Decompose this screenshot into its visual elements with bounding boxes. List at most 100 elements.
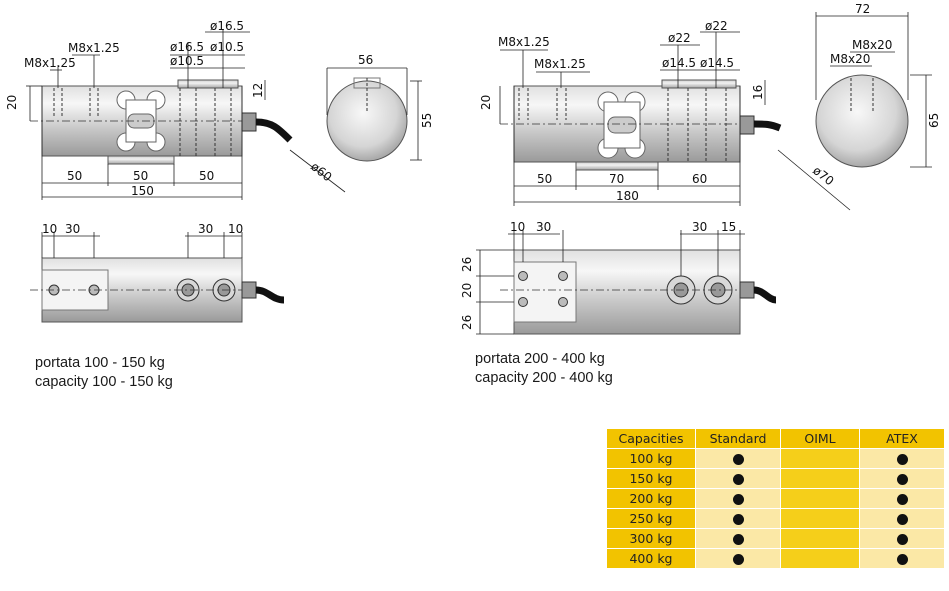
header-atex: ATEX [859,429,945,449]
dim-end-height: 55 [420,113,434,128]
dim-d10-b: ø10.5 [210,40,244,54]
available-dot-icon [732,474,744,485]
dim-end-m8a: M8x20 [852,38,892,52]
standard-cell [695,468,781,489]
dim-end-dia: ø70 [810,163,836,188]
dim-s60: 60 [692,172,707,186]
available-dot-icon [732,454,744,465]
oiml-cell [780,528,860,549]
dim-s50c: 50 [199,169,214,183]
available-dot-icon [896,494,908,505]
capacity-label: 100 kg [607,448,696,469]
dim-b30r: 30 [198,222,213,236]
dim-m8-top: M8x1.25 [498,35,550,49]
dim-end-width: 72 [855,2,870,16]
available-dot-icon [732,554,744,565]
threaded-holes [53,88,232,156]
atex-cell [859,488,945,509]
dim-s70: 70 [609,172,624,186]
standard-cell [695,488,781,509]
oiml-cell [780,488,860,509]
left-side-view: M8x1.25 M8x1.25 ø16.5 ø16.5 ø10.5 ø10.5 … [5,19,293,200]
dim-d16-top: ø16.5 [210,19,244,33]
oiml-cell [780,468,860,489]
dim-h12: 12 [251,83,265,98]
capacity-label: 200 kg [607,488,696,509]
header-capacities: Capacities [607,429,696,449]
dim-d16-mid: ø16.5 [170,40,204,54]
dim-d14a: ø14.5 [662,56,696,70]
dim-v26b: 26 [460,315,474,330]
dim-h20: 20 [5,95,19,110]
caption-english: capacity 100 - 150 kg [35,374,173,390]
dim-v26a: 26 [460,257,474,272]
capacity-label: 150 kg [607,468,696,489]
standard-cell [695,528,781,549]
dim-v20: 20 [460,283,474,298]
atex-cell [859,508,945,529]
table-row: 250 kg [607,508,945,529]
cable-gland [241,112,293,143]
dim-b10: 10 [510,220,525,234]
capacity-label: 400 kg [607,548,696,569]
right-end-view: 72 M8x20 M8x20 65 ø70 [777,2,941,211]
table-row: 400 kg [607,548,945,569]
right-caption: portata 200 - 400 kg capacity 200 - 400 … [475,350,613,388]
table-header-row: Capacities Standard OIML ATEX [607,429,945,449]
standard-cell [695,508,781,529]
right-side-view: M8x1.25 M8x1.25 ø22 ø22 ø14.5 ø14.5 20 1… [479,19,782,206]
left-end-view: 56 55 ø60 [289,53,434,193]
dim-total: 150 [131,184,154,198]
available-dot-icon [732,514,744,525]
top-pad [177,79,239,89]
dim-end-m8b: M8x20 [830,52,870,66]
dim-m8-top: M8x1.25 [68,41,120,55]
left-top-view: 10 30 30 10 [30,222,285,323]
header-oiml: OIML [780,429,860,449]
available-dot-icon [896,454,908,465]
available-dot-icon [732,494,744,505]
bottom-foot [107,155,175,165]
atex-cell [859,528,945,549]
table-row: 200 kg [607,488,945,509]
dim-m8-left: M8x1.25 [24,56,76,70]
table-row: 100 kg [607,448,945,469]
left-caption: portata 100 - 150 kg capacity 100 - 150 … [35,354,173,392]
dim-b30: 30 [65,222,80,236]
available-dot-icon [896,474,908,485]
dim-b10: 10 [42,222,57,236]
dim-d14b: ø14.5 [700,56,734,70]
dim-b15: 15 [721,220,736,234]
available-dot-icon [896,534,908,545]
dim-total: 180 [616,189,639,203]
oiml-cell [780,508,860,529]
dim-h20: 20 [479,95,493,110]
caption-italian: portata 200 - 400 kg [475,351,605,367]
oiml-cell [780,448,860,469]
capacity-label: 300 kg [607,528,696,549]
dim-m8-mid: M8x1.25 [534,57,586,71]
dim-b30r: 30 [692,220,707,234]
dim-end-width: 56 [358,53,373,67]
standard-cell [695,548,781,569]
dim-s50b: 50 [133,169,148,183]
available-dot-icon [896,554,908,565]
available-dot-icon [732,534,744,545]
dim-d22a: ø22 [668,31,691,45]
standard-cell [695,448,781,469]
capacity-label: 250 kg [607,508,696,529]
atex-cell [859,548,945,569]
caption-italian: portata 100 - 150 kg [35,355,165,371]
dim-b30: 30 [536,220,551,234]
header-standard: Standard [695,429,781,449]
dim-b10r: 10 [228,222,243,236]
dim-d22b: ø22 [705,19,728,33]
dim-s50a: 50 [67,169,82,183]
oiml-cell [780,548,860,569]
caption-english: capacity 200 - 400 kg [475,370,613,386]
dim-d10-a: ø10.5 [170,54,204,68]
end-disc [815,74,909,168]
available-dot-icon [896,514,908,525]
